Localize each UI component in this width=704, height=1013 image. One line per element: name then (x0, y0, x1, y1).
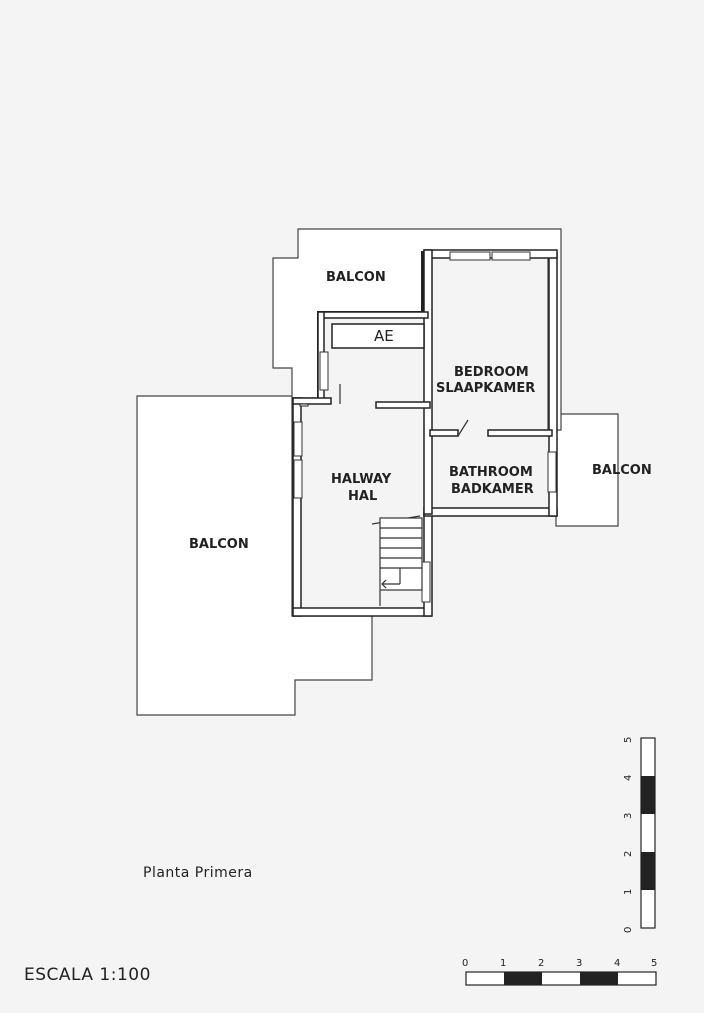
windows (293, 251, 557, 603)
vertical-scale-bar: 0 1 2 3 4 5 (623, 737, 656, 933)
svg-text:1: 1 (500, 958, 506, 969)
svg-text:0: 0 (462, 958, 468, 969)
balcon-left-label: BALCON (189, 537, 249, 552)
badkamer-label: BADKAMER (451, 482, 534, 497)
svg-text:3: 3 (576, 958, 582, 969)
svg-text:3: 3 (623, 813, 634, 819)
ae-label: AE (374, 327, 394, 345)
left-balcony-outline (136, 395, 373, 716)
slaapkamer-label: SLAAPKAMER (436, 381, 535, 396)
horizontal-scale-bar: 0 1 2 3 4 5 (462, 958, 657, 986)
svg-text:2: 2 (623, 851, 634, 857)
staircase (371, 515, 423, 606)
scale-label: ESCALA 1:100 (24, 965, 151, 985)
svg-text:2: 2 (538, 958, 544, 969)
svg-text:5: 5 (623, 737, 634, 743)
svg-text:0: 0 (623, 927, 634, 933)
hal-label: HAL (348, 489, 377, 504)
bedroom-label: BEDROOM (454, 365, 529, 380)
svg-text:1: 1 (623, 889, 634, 895)
halway-label: HALWAY (331, 472, 392, 487)
plan-caption: Planta Primera (143, 865, 253, 881)
svg-text:5: 5 (651, 958, 657, 969)
balcon-right-label: BALCON (592, 463, 652, 478)
svg-text:4: 4 (614, 958, 620, 969)
bathroom-label: BATHROOM (449, 465, 533, 480)
svg-text:4: 4 (623, 775, 634, 781)
balcon-top-label: BALCON (326, 270, 386, 285)
